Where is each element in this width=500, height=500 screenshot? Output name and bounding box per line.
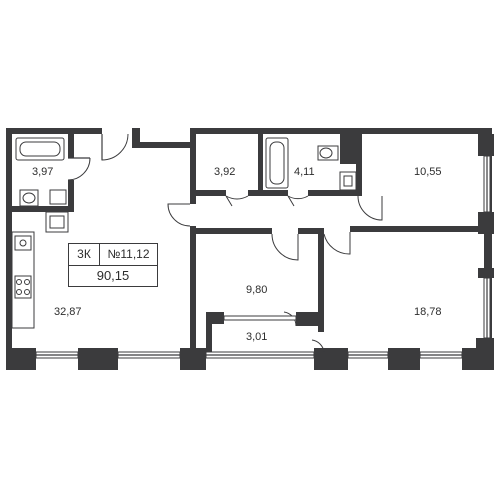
apartment-type: 3К bbox=[77, 247, 91, 261]
room-area-bedroom-se: 18,78 bbox=[414, 306, 442, 318]
room-area-bath-2: 4,11 bbox=[294, 166, 315, 178]
windows bbox=[35, 155, 491, 359]
apartment-number: №11,12 bbox=[107, 247, 150, 261]
interior-walls bbox=[12, 134, 478, 352]
apartment-total-area: 90,15 bbox=[96, 268, 130, 283]
storage-partition bbox=[223, 315, 297, 321]
info-divider bbox=[99, 244, 100, 265]
apartment-info-box: 3К №11,12 90,15 bbox=[68, 243, 158, 287]
info-row-top bbox=[69, 244, 157, 266]
doors bbox=[67, 133, 383, 353]
room-area-bedroom-ne: 10,55 bbox=[414, 166, 442, 178]
fixtures bbox=[11, 137, 357, 329]
room-area-bathroom: 3,97 bbox=[32, 166, 54, 178]
room-area-bedroom-center: 9,80 bbox=[246, 284, 268, 296]
room-area-wc: 3,92 bbox=[214, 166, 236, 178]
room-area-kitchen-living: 32,87 bbox=[54, 306, 82, 318]
room-area-hall-storage: 3,01 bbox=[246, 331, 268, 343]
